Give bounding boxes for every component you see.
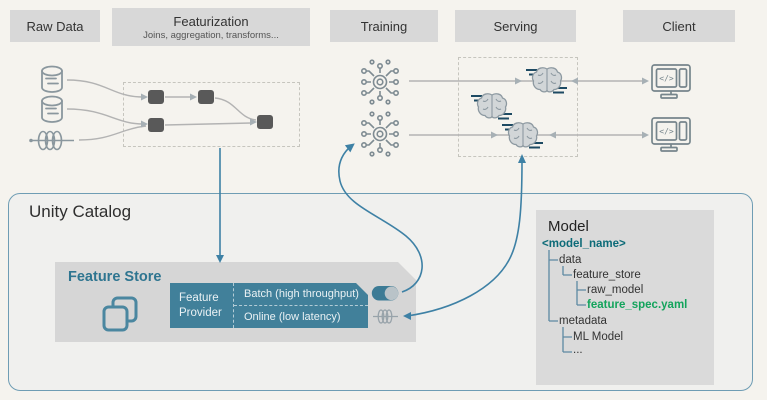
feature-provider-label: Feature Provider [170,283,234,328]
fast-brain-icon [469,89,515,125]
model-box: Model <model_name> data feature_store ra… [536,210,714,385]
tree-ellipsis: ... [573,344,583,356]
code-monitor-icon: </> [648,63,696,101]
layers-icon [99,295,141,333]
batch-row: Batch (high throughput) [234,283,368,306]
batch-drum-icon [371,285,400,302]
tree-model-name: <model_name> [542,238,626,250]
model-tree-lines [548,250,586,353]
ai-gear-circuit-icon [353,58,407,106]
fast-brain-icon [524,63,570,99]
serving-label: Serving [493,18,538,34]
feature-node-square [257,115,273,129]
online-stream-icon [372,308,399,325]
training-label: Training [360,18,408,34]
column-header-featurization: Featurization Joins, aggregation, transf… [112,8,310,46]
tree-feature-spec: feature_spec.yaml [587,299,688,311]
fast-brain-icon [500,118,546,154]
column-header-client: Client [623,10,735,42]
code-glyph: </> [659,74,674,83]
column-header-raw-data: Raw Data [10,10,100,42]
tree-data: data [559,254,582,266]
feature-node-square [148,118,164,132]
unity-catalog-title: Unity Catalog [29,202,132,221]
code-glyph: </> [659,127,674,136]
feature-provider-rows: Batch (high throughput) Online (low late… [234,283,368,328]
ai-gear-circuit-icon [353,110,407,158]
feature-provider-table: Feature Provider Batch (high throughput)… [170,283,368,328]
database-icon [37,64,67,95]
column-header-serving: Serving [455,10,576,42]
tree-raw-model: raw_model [587,284,644,296]
feature-node-square [148,90,164,104]
feature-store-title: Feature Store [68,269,162,285]
model-title: Model [548,218,589,235]
featurization-sublabel: Joins, aggregation, transforms... [143,29,279,41]
column-header-training: Training [330,10,438,42]
tree-metadata: metadata [559,315,607,327]
tree-ml-model: ML Model [573,331,624,343]
code-monitor-icon: </> [648,116,696,154]
database-icon [37,94,67,125]
client-label: Client [662,18,696,34]
tree-feature-store: feature_store [573,269,641,281]
feature-node-square [198,90,214,104]
featurization-label: Featurization [173,13,249,29]
online-row: Online (low latency) [244,311,341,323]
raw-data-label: Raw Data [26,18,84,34]
stream-icon [27,127,77,154]
